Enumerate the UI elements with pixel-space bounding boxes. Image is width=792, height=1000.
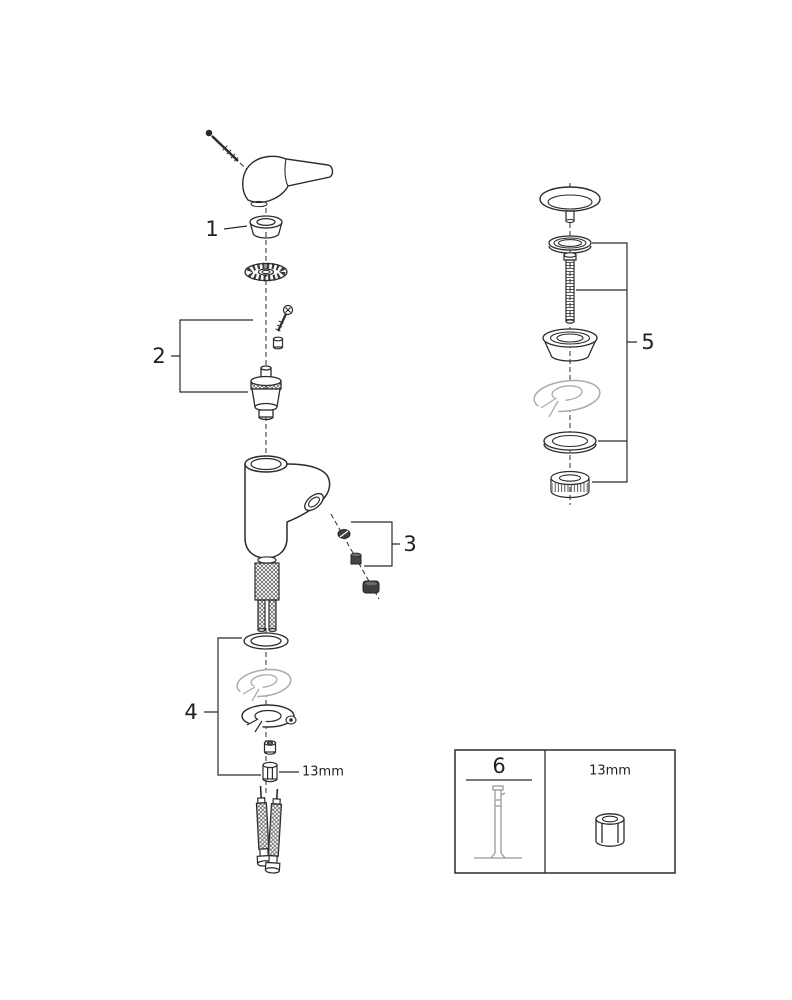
lever-handle xyxy=(242,155,334,208)
mounting-tool xyxy=(474,785,522,859)
legend-nut-size-label: 13mm xyxy=(589,764,631,779)
callout-1-label: 1 xyxy=(205,217,218,241)
toothed-washer xyxy=(244,262,288,282)
mounting-clamp xyxy=(233,704,297,740)
cartridge xyxy=(250,365,282,421)
callout-2-bracket xyxy=(171,319,253,393)
callout-3: 3 xyxy=(351,521,417,567)
drain-washer xyxy=(548,235,592,254)
drain-plug-cap xyxy=(539,186,601,223)
spout-opening xyxy=(304,492,324,512)
legend-box: 6 13mm xyxy=(454,749,676,874)
drain-screw xyxy=(563,252,577,324)
cap-small xyxy=(362,580,380,594)
set-screw xyxy=(205,129,239,162)
cap-ring xyxy=(249,215,283,239)
drain-flange xyxy=(542,328,598,362)
callout-1-leader xyxy=(223,225,248,230)
legend-hex-nut xyxy=(595,813,625,847)
drain-locknut xyxy=(550,470,590,499)
callout-2: 2 xyxy=(152,319,253,393)
drain-ring xyxy=(543,431,597,454)
plug-small xyxy=(350,552,362,565)
callout-3-bracket xyxy=(351,521,400,567)
callout-5-bracket xyxy=(576,242,637,483)
callout-1: 1 xyxy=(205,217,248,241)
callout-2-label: 2 xyxy=(152,344,165,368)
rubber-gasket xyxy=(227,668,292,709)
callout-4-label: 4 xyxy=(184,700,197,724)
faucet-body xyxy=(244,455,331,559)
hex-nut xyxy=(262,761,278,783)
bushing xyxy=(272,336,284,350)
callout-6-label: 6 xyxy=(492,754,505,778)
base-ring xyxy=(243,632,289,650)
drain-gasket xyxy=(523,379,601,426)
aerator-parts xyxy=(337,529,380,594)
supply-hose-right xyxy=(264,788,283,874)
grub-screw xyxy=(275,304,294,332)
mounting-studs xyxy=(257,599,277,632)
callout-4: 4 xyxy=(184,637,261,776)
washer-nut xyxy=(263,740,277,755)
mounting-shank xyxy=(254,556,280,632)
callout-3-label: 3 xyxy=(403,532,416,556)
callout-5-label: 5 xyxy=(641,330,654,354)
callout-4-bracket xyxy=(204,637,261,776)
callout-5: 5 xyxy=(576,242,655,483)
nut-size-label: 13mm xyxy=(302,765,344,780)
